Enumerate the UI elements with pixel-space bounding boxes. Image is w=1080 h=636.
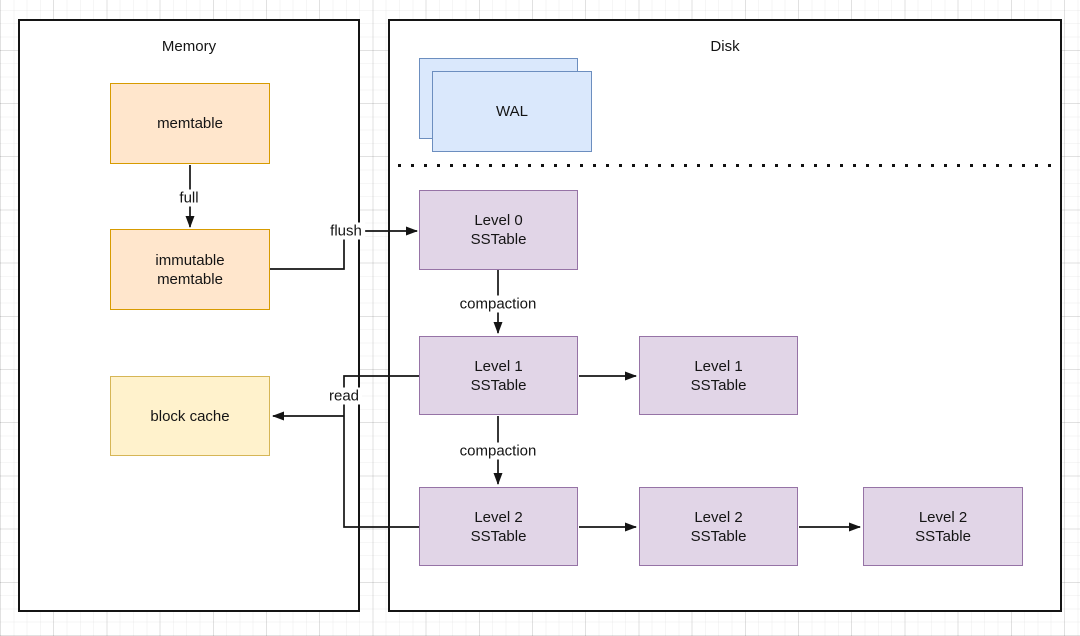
edge-label-compaction-1-2: compaction [456,442,540,460]
disk-container-title: Disk [710,38,740,55]
level2-sstable-b-node: Level 2 SSTable [639,487,798,566]
immutable-memtable-node: immutable memtable [110,229,270,310]
level1-sstable-b-node: Level 1 SSTable [639,336,798,415]
edge-label-full: full [176,189,202,207]
edge-label-compaction-0-1: compaction [456,295,540,313]
block-cache-node: block cache [110,376,270,456]
level1-sstable-a-label: Level 1 SSTable [470,357,527,394]
level2-sstable-c-node: Level 2 SSTable [863,487,1023,566]
level1-sstable-a-node: Level 1 SSTable [419,336,578,415]
memtable-node: memtable [110,83,270,164]
wal-label: WAL [496,103,528,120]
level2-sstable-a-label: Level 2 SSTable [470,508,527,545]
edge-label-flush: flush [327,222,365,240]
level2-sstable-a-node: Level 2 SSTable [419,487,578,566]
level1-sstable-b-label: Level 1 SSTable [690,357,747,394]
level0-sstable-node: Level 0 SSTable [419,190,578,270]
edge-label-read: read [325,387,363,405]
immutable-memtable-label: immutable memtable [155,251,225,288]
memtable-label: memtable [157,115,223,132]
wal-node: WAL [432,71,592,152]
block-cache-label: block cache [150,407,230,425]
level0-sstable-label: Level 0 SSTable [470,212,527,248]
disk-divider-dotted-line [398,164,1055,167]
level2-sstable-b-label: Level 2 SSTable [690,508,747,545]
memory-container-title: Memory [161,38,217,55]
level2-sstable-c-label: Level 2 SSTable [915,508,971,545]
